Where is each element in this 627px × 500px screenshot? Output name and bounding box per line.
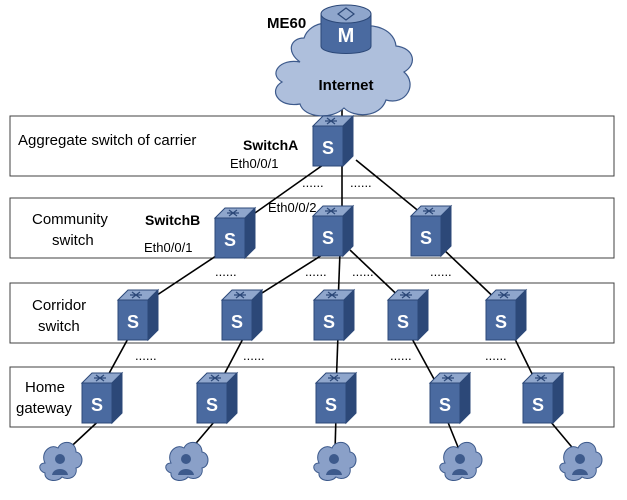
internet-cloud: Internet	[275, 22, 413, 117]
ellipsis: ......	[215, 264, 237, 279]
ellipsis: ......	[352, 264, 374, 279]
community-layer-label-2: switch	[52, 232, 94, 249]
me60-label: ME60	[267, 15, 306, 32]
corridor-switch-icon: S	[485, 289, 527, 341]
switch-a-port-1: Eth0/0/1	[230, 156, 278, 171]
user-icon	[39, 441, 83, 481]
me60-glyph: M	[338, 25, 355, 47]
corridor-layer-label-2: switch	[38, 318, 80, 335]
internet-label: Internet	[318, 77, 373, 94]
svg-text:S: S	[206, 395, 218, 415]
home-gateway-icon: S	[315, 372, 357, 424]
switch-a-icon: S	[312, 115, 354, 167]
corridor-switch-icon: S	[117, 289, 159, 341]
svg-text:S: S	[322, 138, 334, 158]
corridor-switch-icon: S	[313, 289, 355, 341]
switch-a-label: SwitchA	[243, 137, 298, 153]
home-layer-label-2: gateway	[16, 400, 72, 417]
svg-text:S: S	[323, 312, 335, 332]
layer-community	[9, 197, 615, 259]
ellipsis: ......	[390, 348, 412, 363]
svg-text:S: S	[420, 228, 432, 248]
home-gateway-icon: S	[522, 372, 564, 424]
ellipsis: ......	[243, 348, 265, 363]
user-icon	[165, 441, 209, 481]
switch-b-icon: S	[214, 207, 256, 259]
aggregate-layer-label: Aggregate switch of carrier	[18, 132, 196, 149]
switch-b-label: SwitchB	[145, 212, 200, 228]
svg-text:S: S	[532, 395, 544, 415]
user-icon	[313, 441, 357, 481]
svg-text:S: S	[231, 312, 243, 332]
switch-a-port-2: Eth0/0/2	[268, 200, 316, 215]
svg-text:S: S	[322, 228, 334, 248]
svg-text:S: S	[439, 395, 451, 415]
corridor-switch-icon: S	[387, 289, 429, 341]
svg-text:S: S	[127, 312, 139, 332]
layer-aggregate	[9, 115, 615, 177]
svg-text:S: S	[397, 312, 409, 332]
me60-top-icon	[337, 7, 355, 21]
community-switch-icon: S	[312, 205, 354, 257]
me60-router: M	[320, 4, 372, 54]
switch-b-port-1: Eth0/0/1	[144, 240, 192, 255]
home-gateway-icon: S	[196, 372, 238, 424]
ellipsis: ......	[302, 175, 324, 190]
corridor-layer-label-1: Corridor	[32, 297, 86, 314]
svg-text:S: S	[495, 312, 507, 332]
ellipsis: ......	[350, 175, 372, 190]
ellipsis: ......	[305, 264, 327, 279]
corridor-switch-icon: S	[221, 289, 263, 341]
community-switch-icon: S	[410, 205, 452, 257]
svg-text:S: S	[91, 395, 103, 415]
svg-text:S: S	[224, 230, 236, 250]
user-icon	[439, 441, 483, 481]
user-icon	[559, 441, 603, 481]
ellipsis: ......	[485, 348, 507, 363]
home-layer-label-1: Home	[25, 379, 65, 396]
ellipsis: ......	[430, 264, 452, 279]
community-layer-label-1: Community	[32, 211, 108, 228]
svg-text:S: S	[325, 395, 337, 415]
ellipsis: ......	[135, 348, 157, 363]
home-gateway-icon: S	[81, 372, 123, 424]
home-gateway-icon: S	[429, 372, 471, 424]
